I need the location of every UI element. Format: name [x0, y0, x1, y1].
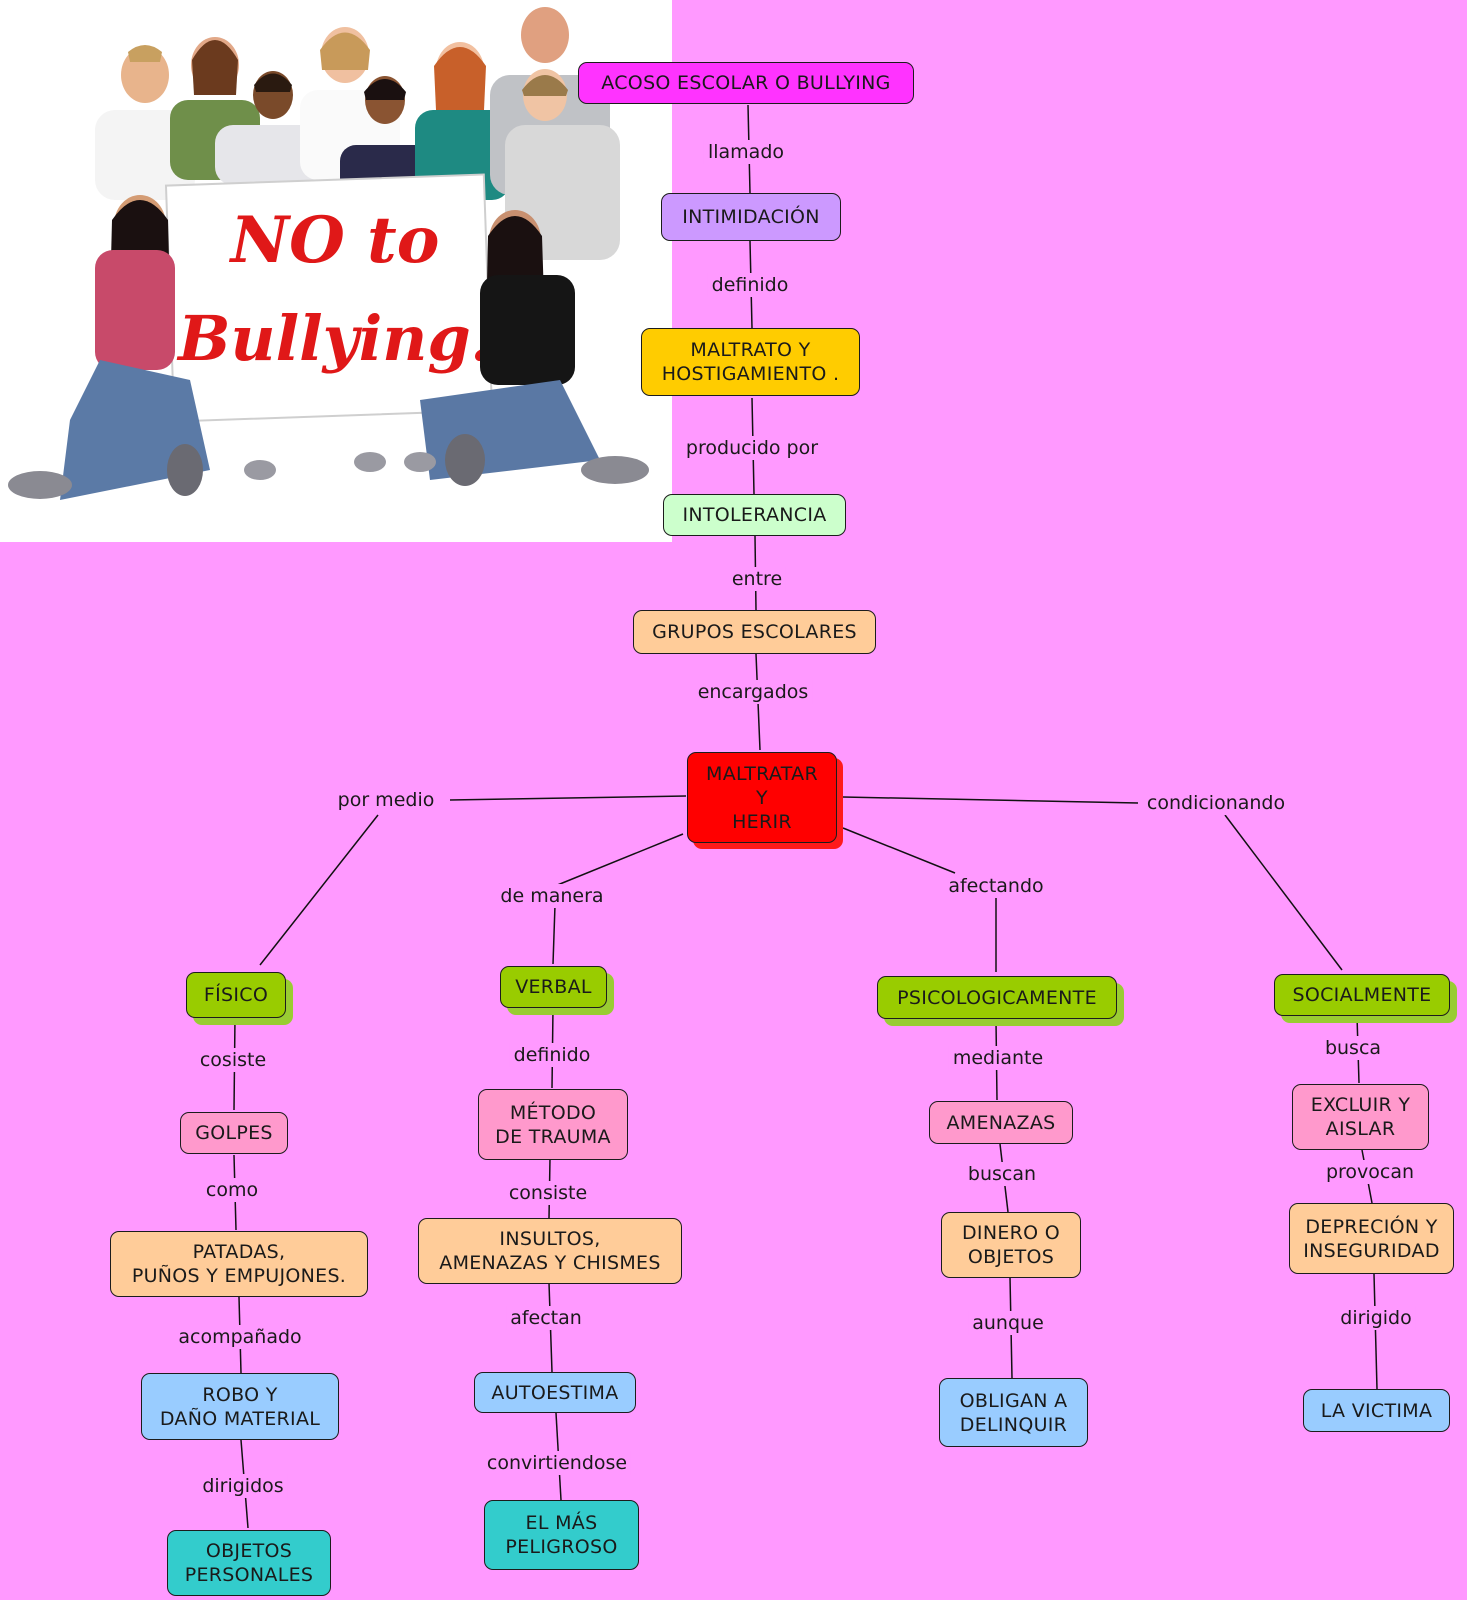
anti-bullying-photo: NO to Bullying!	[0, 0, 672, 542]
concept-excluir-aislar[interactable]: EXCLUIR Y AISLAR	[1292, 1084, 1429, 1150]
protest-sign: NO to Bullying!	[164, 173, 498, 423]
concept-robo-dano[interactable]: ROBO Y DAÑO MATERIAL	[141, 1373, 339, 1440]
link-label-entre: entre	[727, 567, 787, 591]
concept-autoestima[interactable]: AUTOESTIMA	[474, 1372, 636, 1413]
edge-maltratar-pormedio	[449, 795, 687, 801]
link-label-por-medio: por medio	[333, 788, 439, 812]
link-label-aunque: aunque	[968, 1311, 1048, 1335]
concept-la-victima[interactable]: LA VICTIMA	[1303, 1389, 1450, 1432]
concept-acoso-escolar[interactable]: ACOSO ESCOLAR O BULLYING	[578, 62, 914, 104]
link-label-como: como	[201, 1178, 263, 1202]
concept-fisico[interactable]: FÍSICO	[186, 972, 286, 1018]
link-label-cosiste: cosiste	[195, 1048, 271, 1072]
concept-objetos-personales[interactable]: OBJETOS PERSONALES	[167, 1530, 331, 1596]
concept-psicologicamente[interactable]: PSICOLOGICAMENTE	[877, 976, 1117, 1019]
people-front-row	[8, 195, 649, 500]
concept-socialmente[interactable]: SOCIALMENTE	[1274, 974, 1450, 1016]
link-label-de-manera: de manera	[496, 884, 608, 908]
concept-golpes[interactable]: GOLPES	[180, 1112, 288, 1154]
concept-maltratar-herir[interactable]: MALTRATAR Y HERIR	[687, 752, 837, 843]
link-label-buscan: buscan	[963, 1162, 1041, 1186]
edge-demanera-verbal	[552, 904, 556, 965]
concept-intolerancia[interactable]: INTOLERANCIA	[663, 494, 846, 536]
link-label-busca: busca	[1320, 1036, 1386, 1060]
edge-deprecion-victima	[1373, 1273, 1378, 1390]
edge-maltratar-afectando	[842, 827, 956, 874]
sign-text-line1: NO to	[229, 203, 440, 278]
concept-amenazas[interactable]: AMENAZAS	[929, 1101, 1073, 1144]
edge-condicionando-social	[1224, 814, 1343, 971]
concept-intimidacion[interactable]: INTIMIDACIÓN	[661, 193, 841, 241]
link-label-producido-por: producido por	[681, 436, 823, 460]
link-label-afectan: afectan	[506, 1306, 586, 1330]
concept-maltrato-hostigamiento[interactable]: MALTRATO Y HOSTIGAMIENTO .	[641, 328, 860, 396]
concept-el-mas-peligroso[interactable]: EL MÁS PELIGROSO	[484, 1500, 639, 1570]
link-label-dirigidos: dirigidos	[198, 1474, 288, 1498]
link-label-dirigido: dirigido	[1336, 1306, 1416, 1330]
concept-dinero-objetos[interactable]: DINERO O OBJETOS	[941, 1212, 1081, 1278]
concept-grupos-escolares[interactable]: GRUPOS ESCOLARES	[633, 610, 876, 654]
concept-patadas-punos[interactable]: PATADAS, PUÑOS Y EMPUJONES.	[110, 1231, 368, 1297]
concept-insultos-chismes[interactable]: INSULTOS, AMENAZAS Y CHISMES	[418, 1218, 682, 1284]
link-label-afectando: afectando	[944, 874, 1048, 898]
link-label-definido-2: definido	[509, 1043, 595, 1067]
link-label-convirtiendose: convirtiendose	[482, 1451, 632, 1475]
concept-verbal[interactable]: VERBAL	[500, 966, 607, 1008]
concept-deprecion-inseguridad[interactable]: DEPRECIÓN Y INSEGURIDAD	[1289, 1203, 1454, 1274]
link-label-encargados: encargados	[693, 680, 813, 704]
edge-pormedio-fisico	[259, 814, 379, 966]
link-label-acompanado: acompañado	[174, 1325, 306, 1349]
concept-obligan-delinquir[interactable]: OBLIGAN A DELINQUIR	[939, 1378, 1088, 1447]
edge-maltratar-condicionando	[842, 796, 1139, 804]
group-photo-illustration: NO to Bullying!	[8, 7, 649, 500]
link-label-definido: definido	[707, 273, 793, 297]
sign-text-line2: Bullying!	[176, 302, 498, 375]
concept-metodo-de-trauma[interactable]: MÉTODO DE TRAUMA	[478, 1089, 628, 1160]
link-label-provocan: provocan	[1321, 1160, 1419, 1184]
edge-maltratar-demanera	[554, 833, 684, 887]
link-label-llamado: llamado	[703, 140, 789, 164]
link-label-condicionando: condicionando	[1142, 791, 1290, 815]
link-label-mediante: mediante	[948, 1046, 1048, 1070]
link-label-consiste: consiste	[504, 1181, 592, 1205]
